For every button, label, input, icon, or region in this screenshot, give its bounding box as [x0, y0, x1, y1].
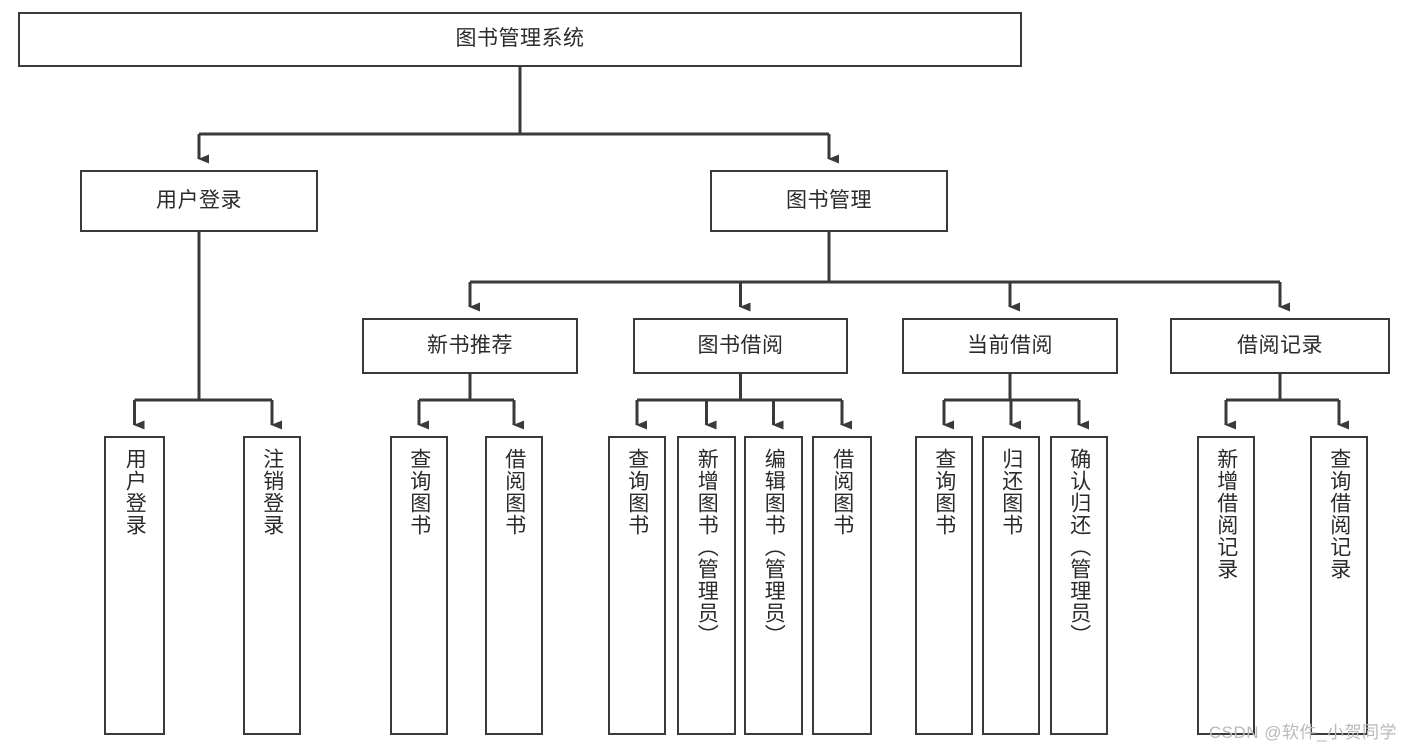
node-label: 借阅图书: [502, 448, 526, 536]
node-label: 借阅图书: [830, 448, 854, 536]
node-l3d[interactable]: 借阅记录: [1170, 318, 1390, 374]
node-label: 图书管理: [786, 188, 872, 212]
node-leaf6[interactable]: 新增图书（管理员）: [677, 436, 736, 735]
node-label: 确认归还（管理员）: [1067, 448, 1091, 646]
node-leaf8[interactable]: 借阅图书: [812, 436, 872, 735]
node-l2a[interactable]: 用户登录: [80, 170, 318, 232]
node-leaf10[interactable]: 归还图书: [982, 436, 1040, 735]
node-label: 查询图书: [932, 448, 956, 536]
node-label: 用户登录: [156, 188, 242, 212]
node-leaf13[interactable]: 查询借阅记录: [1310, 436, 1368, 735]
node-leaf2[interactable]: 注销登录: [243, 436, 301, 735]
node-root[interactable]: 图书管理系统: [18, 12, 1022, 67]
node-label: 查询图书: [407, 448, 431, 536]
node-label: 借阅记录: [1237, 333, 1323, 357]
node-leaf11[interactable]: 确认归还（管理员）: [1050, 436, 1108, 735]
node-l2b[interactable]: 图书管理: [710, 170, 948, 232]
node-label: 查询借阅记录: [1327, 448, 1351, 580]
node-leaf1[interactable]: 用户登录: [104, 436, 165, 735]
node-label: 图书借阅: [697, 333, 784, 357]
node-label: 注销登录: [260, 448, 284, 536]
node-l3c[interactable]: 当前借阅: [902, 318, 1118, 374]
node-l3a[interactable]: 新书推荐: [362, 318, 578, 374]
node-label: 查询图书: [625, 448, 649, 536]
node-label: 当前借阅: [967, 333, 1053, 357]
node-leaf3[interactable]: 查询图书: [390, 436, 448, 735]
node-label: 归还图书: [999, 448, 1023, 536]
node-leaf12[interactable]: 新增借阅记录: [1197, 436, 1255, 735]
watermark-text: CSDN @软件_小贺同学: [1208, 723, 1397, 742]
node-leaf4[interactable]: 借阅图书: [485, 436, 543, 735]
node-l3b[interactable]: 图书借阅: [633, 318, 848, 374]
node-label: 用户登录: [123, 448, 147, 536]
node-label: 新增借阅记录: [1214, 448, 1238, 580]
node-label: 新书推荐: [427, 333, 513, 357]
node-leaf9[interactable]: 查询图书: [915, 436, 973, 735]
node-leaf7[interactable]: 编辑图书（管理员）: [744, 436, 803, 735]
node-leaf5[interactable]: 查询图书: [608, 436, 666, 735]
node-label: 新增图书（管理员）: [695, 448, 719, 646]
node-label: 编辑图书（管理员）: [762, 448, 786, 646]
node-label: 图书管理系统: [455, 27, 585, 51]
